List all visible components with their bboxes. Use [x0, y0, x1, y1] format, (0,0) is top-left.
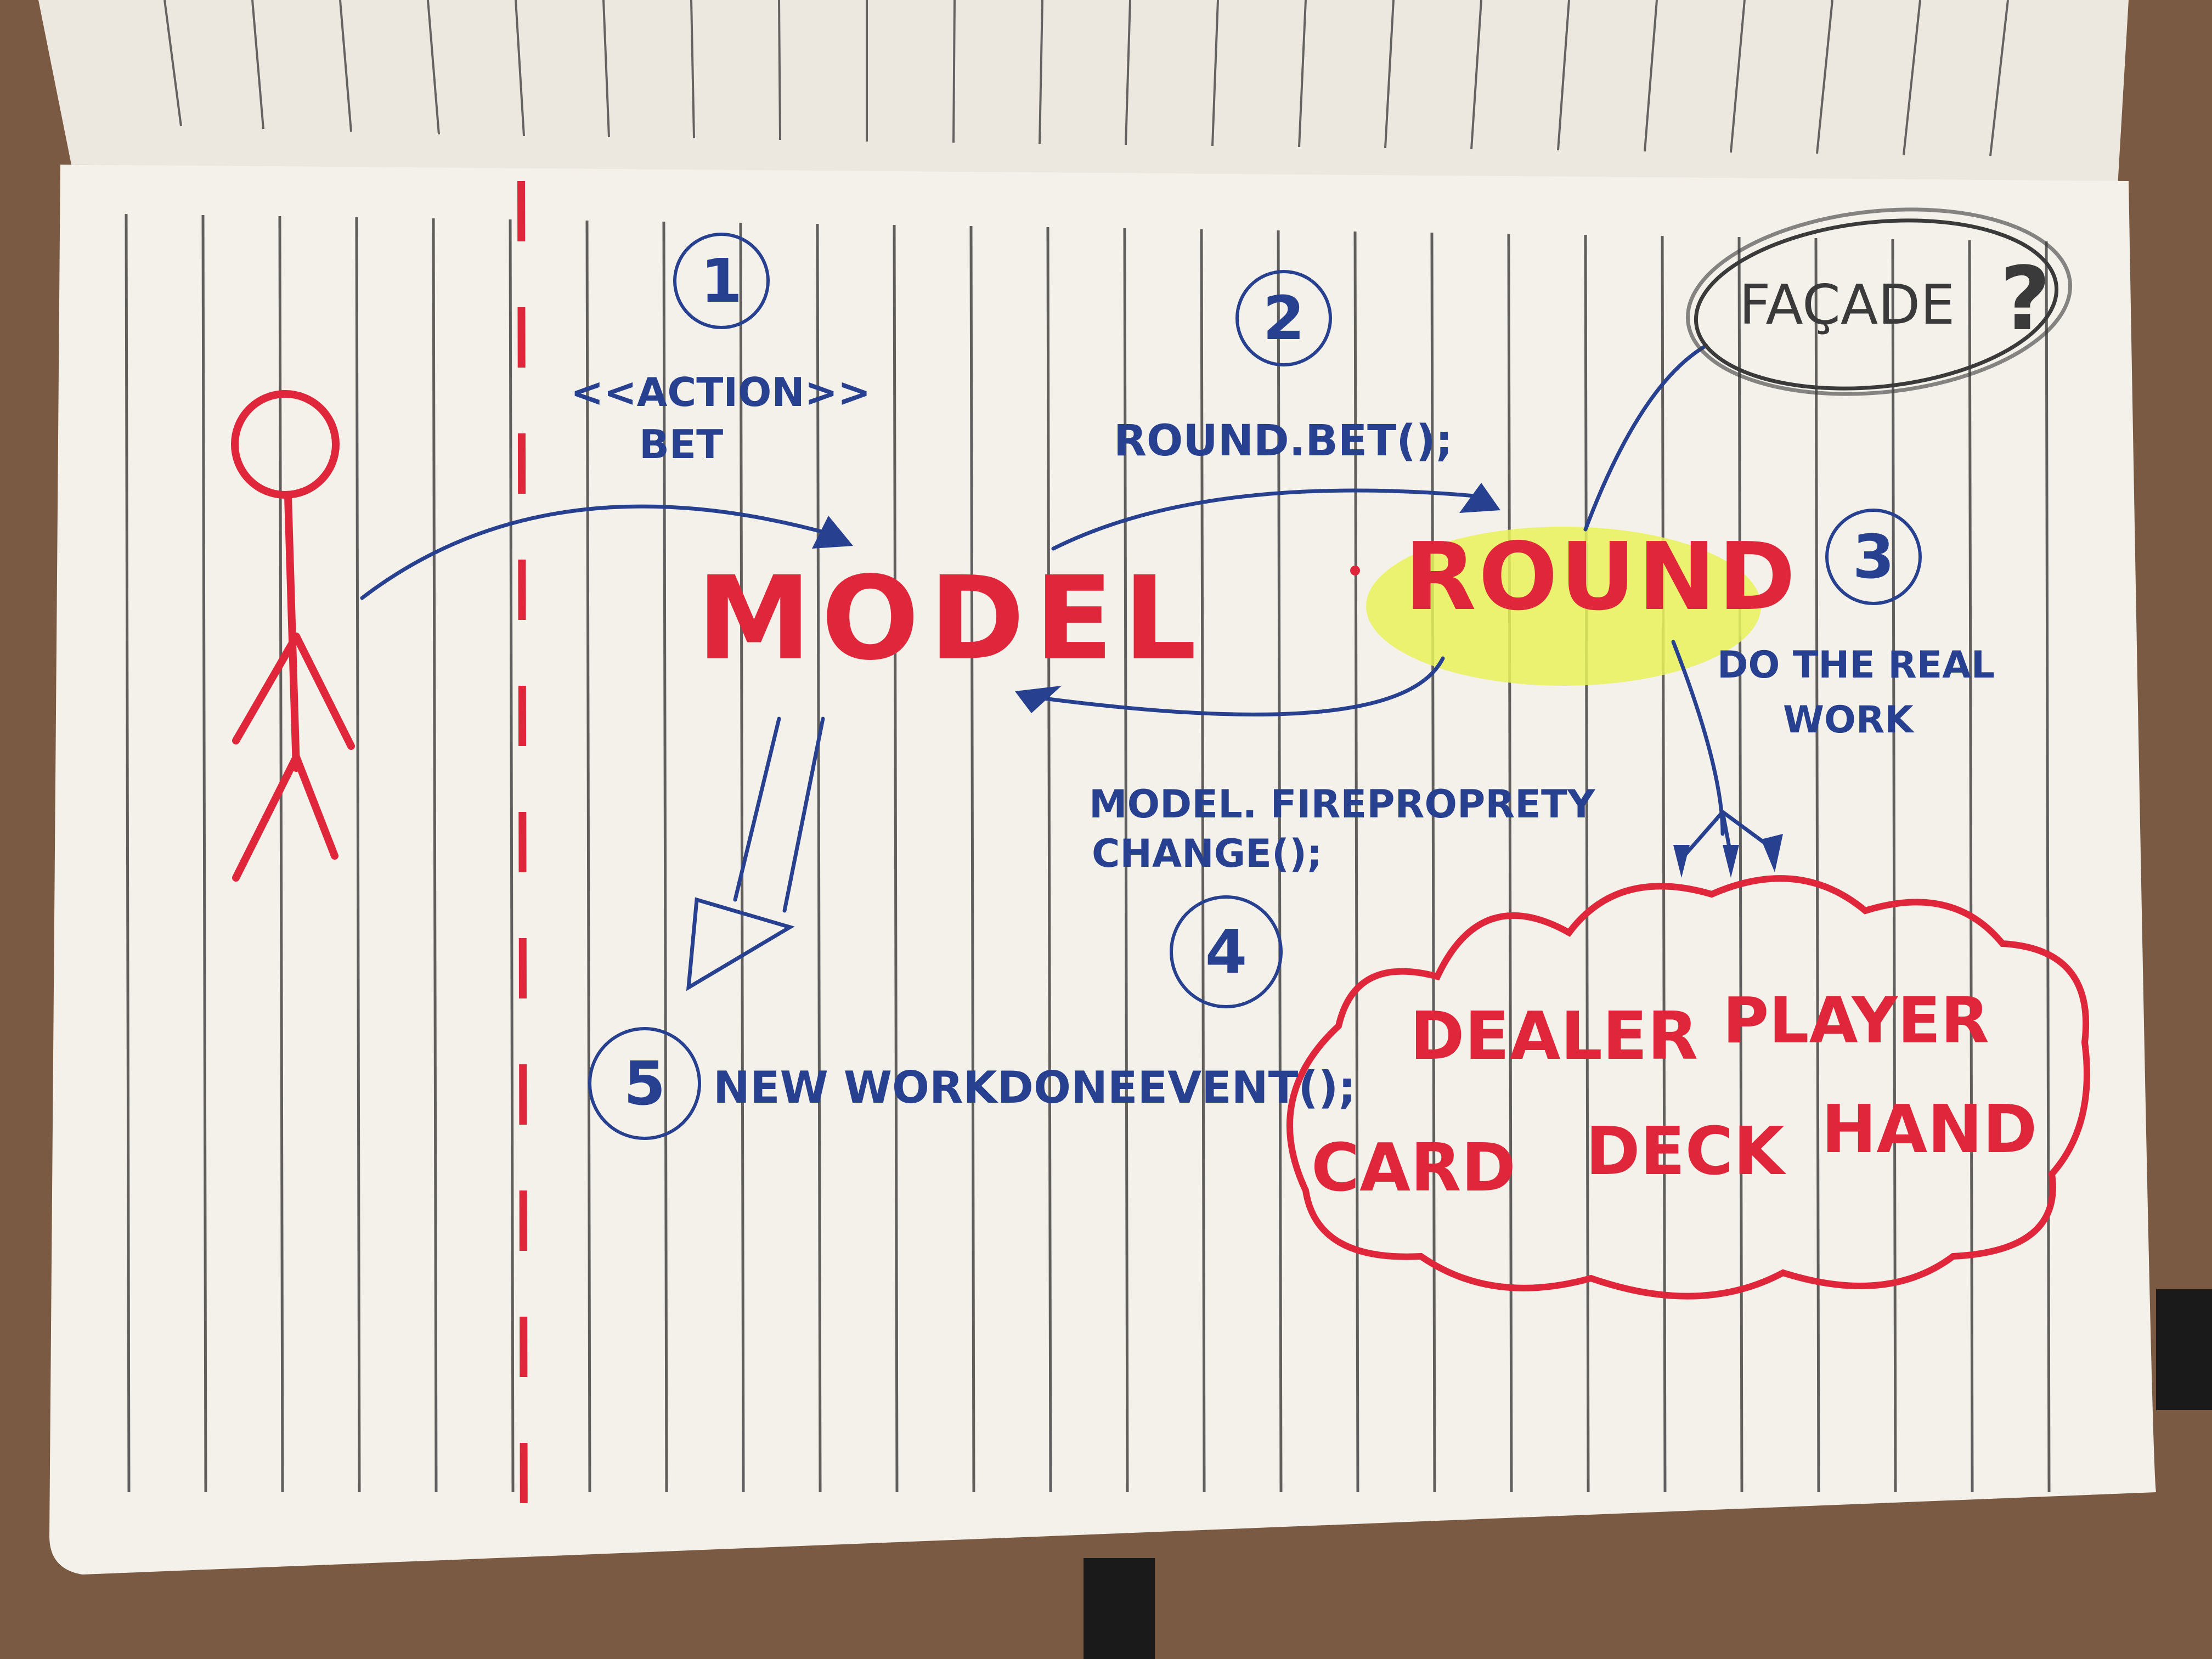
arrow-round-to-facade [1583, 343, 1708, 532]
ruled-line [1123, 228, 1129, 1493]
facade-bubble [1694, 218, 2059, 391]
action-stereotype: <<ACTION>> [571, 369, 871, 415]
arrowhead-round [1459, 483, 1500, 513]
ruled-line [969, 225, 975, 1493]
call-round-bet: ROUND.BET(); [1114, 416, 1453, 466]
arrowhead-domain-left [1673, 845, 1690, 878]
step-number-3: 3 [1853, 522, 1895, 592]
step-circle-5 [588, 1027, 701, 1140]
ruled-line [1737, 236, 1743, 1493]
ruled-line [278, 216, 284, 1493]
facade-question-mark: ? [2000, 247, 2051, 350]
domain-player: PLAYER [1723, 984, 1989, 1058]
domain-objects-cloud [1286, 875, 2090, 1300]
domain-hand: HAND [1821, 1092, 2037, 1168]
step-number-4: 4 [1205, 917, 1248, 987]
arrow-round-to-model [1029, 656, 1445, 716]
arrow-domain-branch-left [1682, 810, 1725, 858]
top-page-lines [163, 0, 2009, 156]
step-number-1: 1 [701, 246, 743, 316]
arrow-model-event-down [733, 716, 825, 913]
step-circle-1 [673, 233, 770, 329]
ruled-line [739, 222, 745, 1493]
ruled-line [2045, 241, 2051, 1493]
arrowhead-domain-mid [1723, 845, 1739, 878]
step-circle-3 [1825, 509, 1922, 605]
round-label: ROUND [1404, 523, 1798, 631]
actor-stick-figure-icon [231, 390, 355, 882]
arrowhead-model [812, 516, 853, 549]
ruled-line [201, 215, 207, 1493]
ruled-line [1430, 232, 1436, 1493]
ruled-line [585, 220, 591, 1493]
new-event-call: NEW WORKDONEEVENT(); [713, 1062, 1356, 1113]
arrow-start-dot [1350, 566, 1360, 575]
elastic-band [2156, 1289, 2212, 1410]
step-number-2: 2 [1263, 283, 1305, 353]
domain-card: CARD [1311, 1130, 1516, 1206]
do-real-work-line2: WORK [1783, 698, 1915, 742]
arrowhead-model-return [1015, 686, 1062, 713]
ruled-line [1277, 230, 1283, 1493]
facade-bubble-outer [1685, 207, 2073, 396]
ruled-line [816, 223, 822, 1493]
model-label: MODEL [697, 551, 1206, 686]
ruled-line [1661, 235, 1667, 1493]
ruled-line [1200, 229, 1206, 1493]
bookmark-ribbon [1084, 1558, 1155, 1659]
ruled-line [509, 219, 515, 1493]
facade-label: FAÇADE [1739, 273, 1955, 337]
round-highlight [1366, 527, 1761, 686]
step-number-5: 5 [624, 1048, 666, 1119]
arrowhead-domain-right [1761, 834, 1783, 872]
notebook-page [49, 165, 2156, 1575]
ruled-line [662, 221, 668, 1493]
step-circle-4 [1170, 895, 1283, 1008]
ruled-line [1584, 234, 1590, 1493]
dashed-system-boundary [517, 180, 528, 1564]
ruled-line [125, 213, 131, 1493]
arrow-event-hollow-head [686, 897, 795, 991]
domain-dealer: DEALER [1410, 998, 1698, 1075]
do-real-work-line1: DO THE REAL [1717, 644, 1995, 687]
ruled-line [1046, 227, 1052, 1493]
action-name: BET [639, 421, 723, 467]
fire-property-line2: CHANGE(); [1092, 831, 1322, 876]
ruled-line [1968, 240, 1974, 1493]
ruled-line [893, 224, 899, 1493]
ruled-line [355, 217, 361, 1493]
domain-deck: DECK [1585, 1114, 1787, 1190]
ruled-line [1353, 231, 1359, 1493]
ruled-line [1507, 233, 1513, 1493]
step-circle-2 [1235, 270, 1332, 366]
arrow-model-to-round [1051, 488, 1483, 551]
arrow-actor-to-model [360, 504, 836, 600]
notebook-top-page [38, 0, 2129, 187]
fire-property-line1: MODEL. FIREPROPRETY [1089, 782, 1596, 827]
ruled-line [432, 218, 438, 1493]
